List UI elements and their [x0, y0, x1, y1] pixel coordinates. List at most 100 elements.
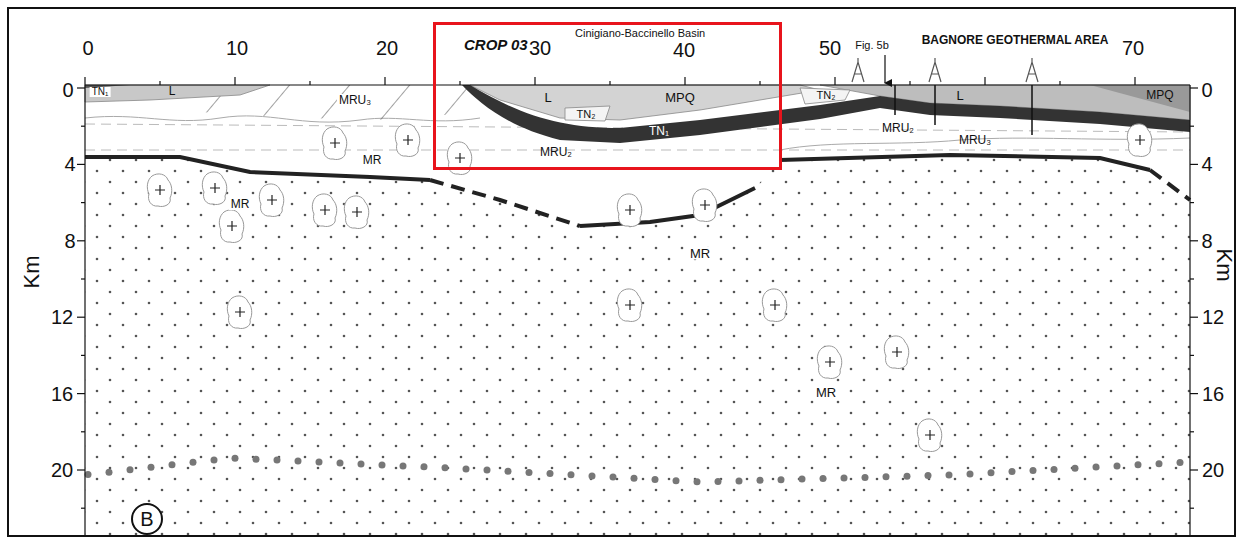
axis-tick [684, 77, 685, 85]
axes [77, 77, 1198, 535]
axis-tick [1190, 469, 1198, 470]
axis-number: 50 [819, 38, 841, 58]
axis-number: 0 [82, 38, 93, 58]
dot-mark [127, 466, 134, 473]
unit-label: TN₂ [817, 90, 836, 101]
panel-letter: B [140, 508, 153, 530]
dot-mark [925, 472, 932, 479]
axis-number: 12 [51, 307, 73, 327]
dot-mark [1135, 461, 1142, 468]
dot-mark [1156, 460, 1163, 467]
unit-label: MR [361, 154, 384, 166]
unit-label: TN₁ [90, 87, 111, 97]
dot-mark [547, 470, 554, 477]
axis-tick [81, 278, 85, 279]
section-title: CROP 03 [464, 37, 528, 54]
dot-mark [274, 457, 281, 464]
axis-number: 4 [64, 154, 75, 174]
axis-tick [81, 508, 85, 509]
tn1-band [462, 85, 1190, 143]
axis-tick [534, 77, 535, 85]
dot-mark [190, 459, 197, 466]
dot-mark [757, 477, 764, 484]
axis-number: 20 [376, 38, 398, 58]
figure-arrow [884, 55, 885, 83]
mpq-unit [1090, 85, 1190, 112]
basin-name: Cinigiano-Baccinello Basin [575, 27, 705, 39]
dot-mark [463, 465, 470, 472]
axis-tick [909, 81, 910, 85]
axis-tick [1190, 508, 1194, 509]
axis-tick [1059, 81, 1060, 85]
axis-tick [759, 81, 760, 85]
dot-mark [211, 456, 218, 463]
axis-tick [81, 431, 85, 432]
axis-number: 8 [1201, 231, 1212, 251]
unit-label: MR [229, 198, 252, 210]
unit-label: TN₁ [649, 125, 669, 137]
axis-tick [77, 240, 85, 241]
axis-number: 0 [62, 80, 73, 100]
unit-label: MRU₂ [882, 122, 914, 134]
basement-top [780, 155, 1150, 170]
axis-number: 16 [1202, 384, 1224, 404]
dot-mark [295, 458, 302, 465]
axis-unit: Km [21, 256, 43, 289]
l-unit [85, 85, 270, 102]
axis-number: 10 [226, 38, 248, 58]
dot-mark [169, 461, 176, 468]
axis-tick [234, 77, 235, 85]
axis-tick [1190, 87, 1198, 88]
axis-tick [77, 393, 85, 394]
dot-mark [736, 477, 743, 484]
frame [8, 8, 1235, 536]
axis-tick [1134, 77, 1135, 85]
dot-mark [694, 478, 701, 485]
axis-tick [1190, 431, 1194, 432]
tn2-unit [565, 106, 610, 121]
dot-mark [526, 469, 533, 476]
axis-tick [81, 202, 85, 203]
dot-mark [316, 459, 323, 466]
dot-mark [883, 473, 890, 480]
dot-mark [505, 468, 512, 475]
axis-tick [77, 87, 85, 88]
unit-label: TN₂ [577, 109, 596, 120]
axis-tick [77, 164, 85, 165]
axis-tick [84, 77, 85, 85]
unit-label: MPQ [665, 91, 695, 104]
unit-label: MR [814, 386, 838, 399]
axis-tick [609, 81, 610, 85]
dot-mark [988, 469, 995, 476]
basement-dots [85, 150, 1190, 535]
axis-number: 0 [1201, 80, 1212, 100]
dot-mark [484, 467, 491, 474]
dot-mark [610, 474, 617, 481]
axis-tick [1190, 278, 1194, 279]
axis-tick [384, 77, 385, 85]
axis-unit: Km [1213, 249, 1235, 282]
axis-tick [1190, 393, 1198, 394]
dot-mark [631, 475, 638, 482]
basement-top [580, 188, 755, 226]
axis-number: 4 [1201, 154, 1212, 174]
highlight-box: CROP 03 Cinigiano-Baccinello Basin [433, 22, 782, 170]
unit-label: MRU₂ [540, 146, 572, 158]
axis-number: 8 [64, 231, 75, 251]
axis-tick [77, 469, 85, 470]
basement-top-inferred [430, 180, 580, 226]
dot-mark [106, 469, 113, 476]
axis-tick [1190, 202, 1194, 203]
dot-mark [904, 473, 911, 480]
dot-mark [1030, 467, 1037, 474]
axis-tick [159, 81, 160, 85]
unit-label: MPQ [1146, 89, 1173, 101]
unit-label: L [169, 85, 176, 97]
axis-tick [77, 317, 85, 318]
annotation: Fig. 5b [855, 40, 889, 51]
unit-label: MRU₃ [337, 94, 373, 106]
unit-label: MRU₃ [959, 134, 991, 146]
granite-bodies [147, 124, 1151, 452]
